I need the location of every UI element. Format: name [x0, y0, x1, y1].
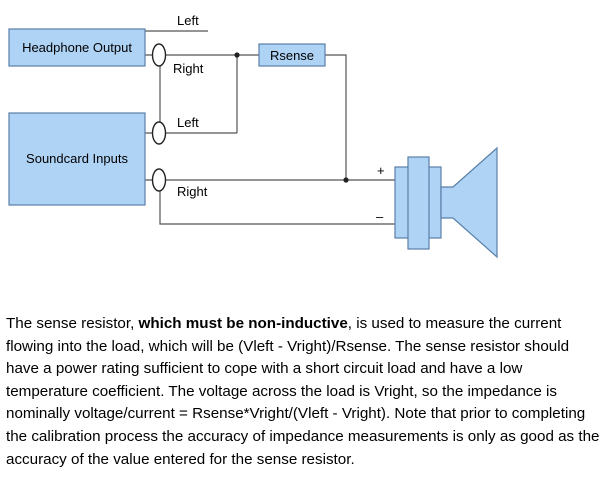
caption-text-start: The sense resistor, [6, 315, 139, 332]
circuit-diagram: Headphone Output Soundcard Inputs Rsense… [8, 13, 498, 259]
wire-rsense-out [325, 54, 347, 180]
caption-bold-text: which must be non-inductive [138, 315, 348, 332]
soundcard-inputs-label: Soundcard Inputs [26, 151, 128, 166]
headphone-output-label: Headphone Output [22, 40, 132, 55]
label-sc-left: Left [177, 115, 199, 130]
caption-text-rest: , is used to measure the current flowing… [6, 315, 600, 468]
connector-ring-icon [151, 121, 167, 145]
label-hp-right: Right [173, 61, 204, 76]
junction-dot-icon [234, 52, 240, 58]
connector-ring-icon [151, 168, 167, 192]
label-hp-left: Left [177, 13, 199, 28]
wire-return [159, 191, 395, 225]
speaker-icon [394, 146, 498, 259]
connector-ring-icon [151, 43, 167, 67]
caption-paragraph: The sense resistor, which must be non-in… [6, 313, 602, 471]
label-sc-right: Right [177, 184, 208, 199]
plus-sign: + [377, 163, 385, 178]
headphone-output-box [8, 28, 146, 67]
rsense-label: Rsense [270, 48, 314, 63]
rsense-resistor [258, 43, 326, 67]
minus-sign: – [376, 209, 384, 224]
soundcard-inputs-box [8, 112, 146, 206]
junction-dot-icon [343, 177, 349, 183]
